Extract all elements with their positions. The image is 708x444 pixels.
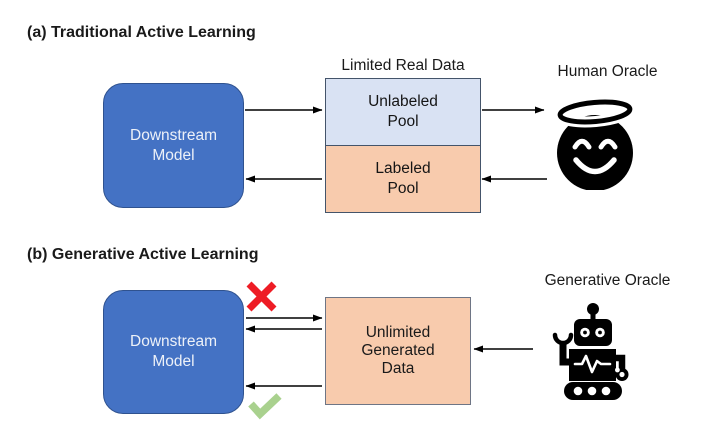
downstream-model-box-a: Downstream Model — [103, 83, 244, 208]
labeled-pool-label: Labeled Pool — [375, 160, 431, 197]
smiley-face-with-halo-icon — [554, 98, 636, 190]
downstream-model-label-a: Downstream Model — [130, 126, 217, 164]
unlimited-generated-data-label: Unlimited Generated Data — [361, 324, 435, 377]
unlimited-generated-data-box: Unlimited Generated Data — [325, 297, 471, 405]
generative-oracle-label: Generative Oracle — [544, 272, 671, 289]
downstream-model-label-b: Downstream Model — [130, 333, 217, 370]
labeled-pool-box: Labeled Pool — [326, 145, 480, 212]
section-b-title: (b) Generative Active Learning — [27, 246, 259, 263]
data-pool-stack: Unlabeled Pool Labeled Pool — [325, 78, 481, 213]
downstream-model-box-b: Downstream Model — [103, 290, 244, 414]
red-cross-icon — [246, 281, 277, 312]
unlabeled-pool-box: Unlabeled Pool — [326, 79, 480, 145]
section-a-title: (a) Traditional Active Learning — [27, 24, 256, 41]
robot-icon — [552, 303, 629, 400]
unlabeled-pool-label: Unlabeled Pool — [368, 93, 438, 130]
green-check-icon — [248, 393, 282, 420]
limited-real-data-label: Limited Real Data — [341, 57, 465, 74]
human-oracle-label: Human Oracle — [557, 63, 658, 80]
